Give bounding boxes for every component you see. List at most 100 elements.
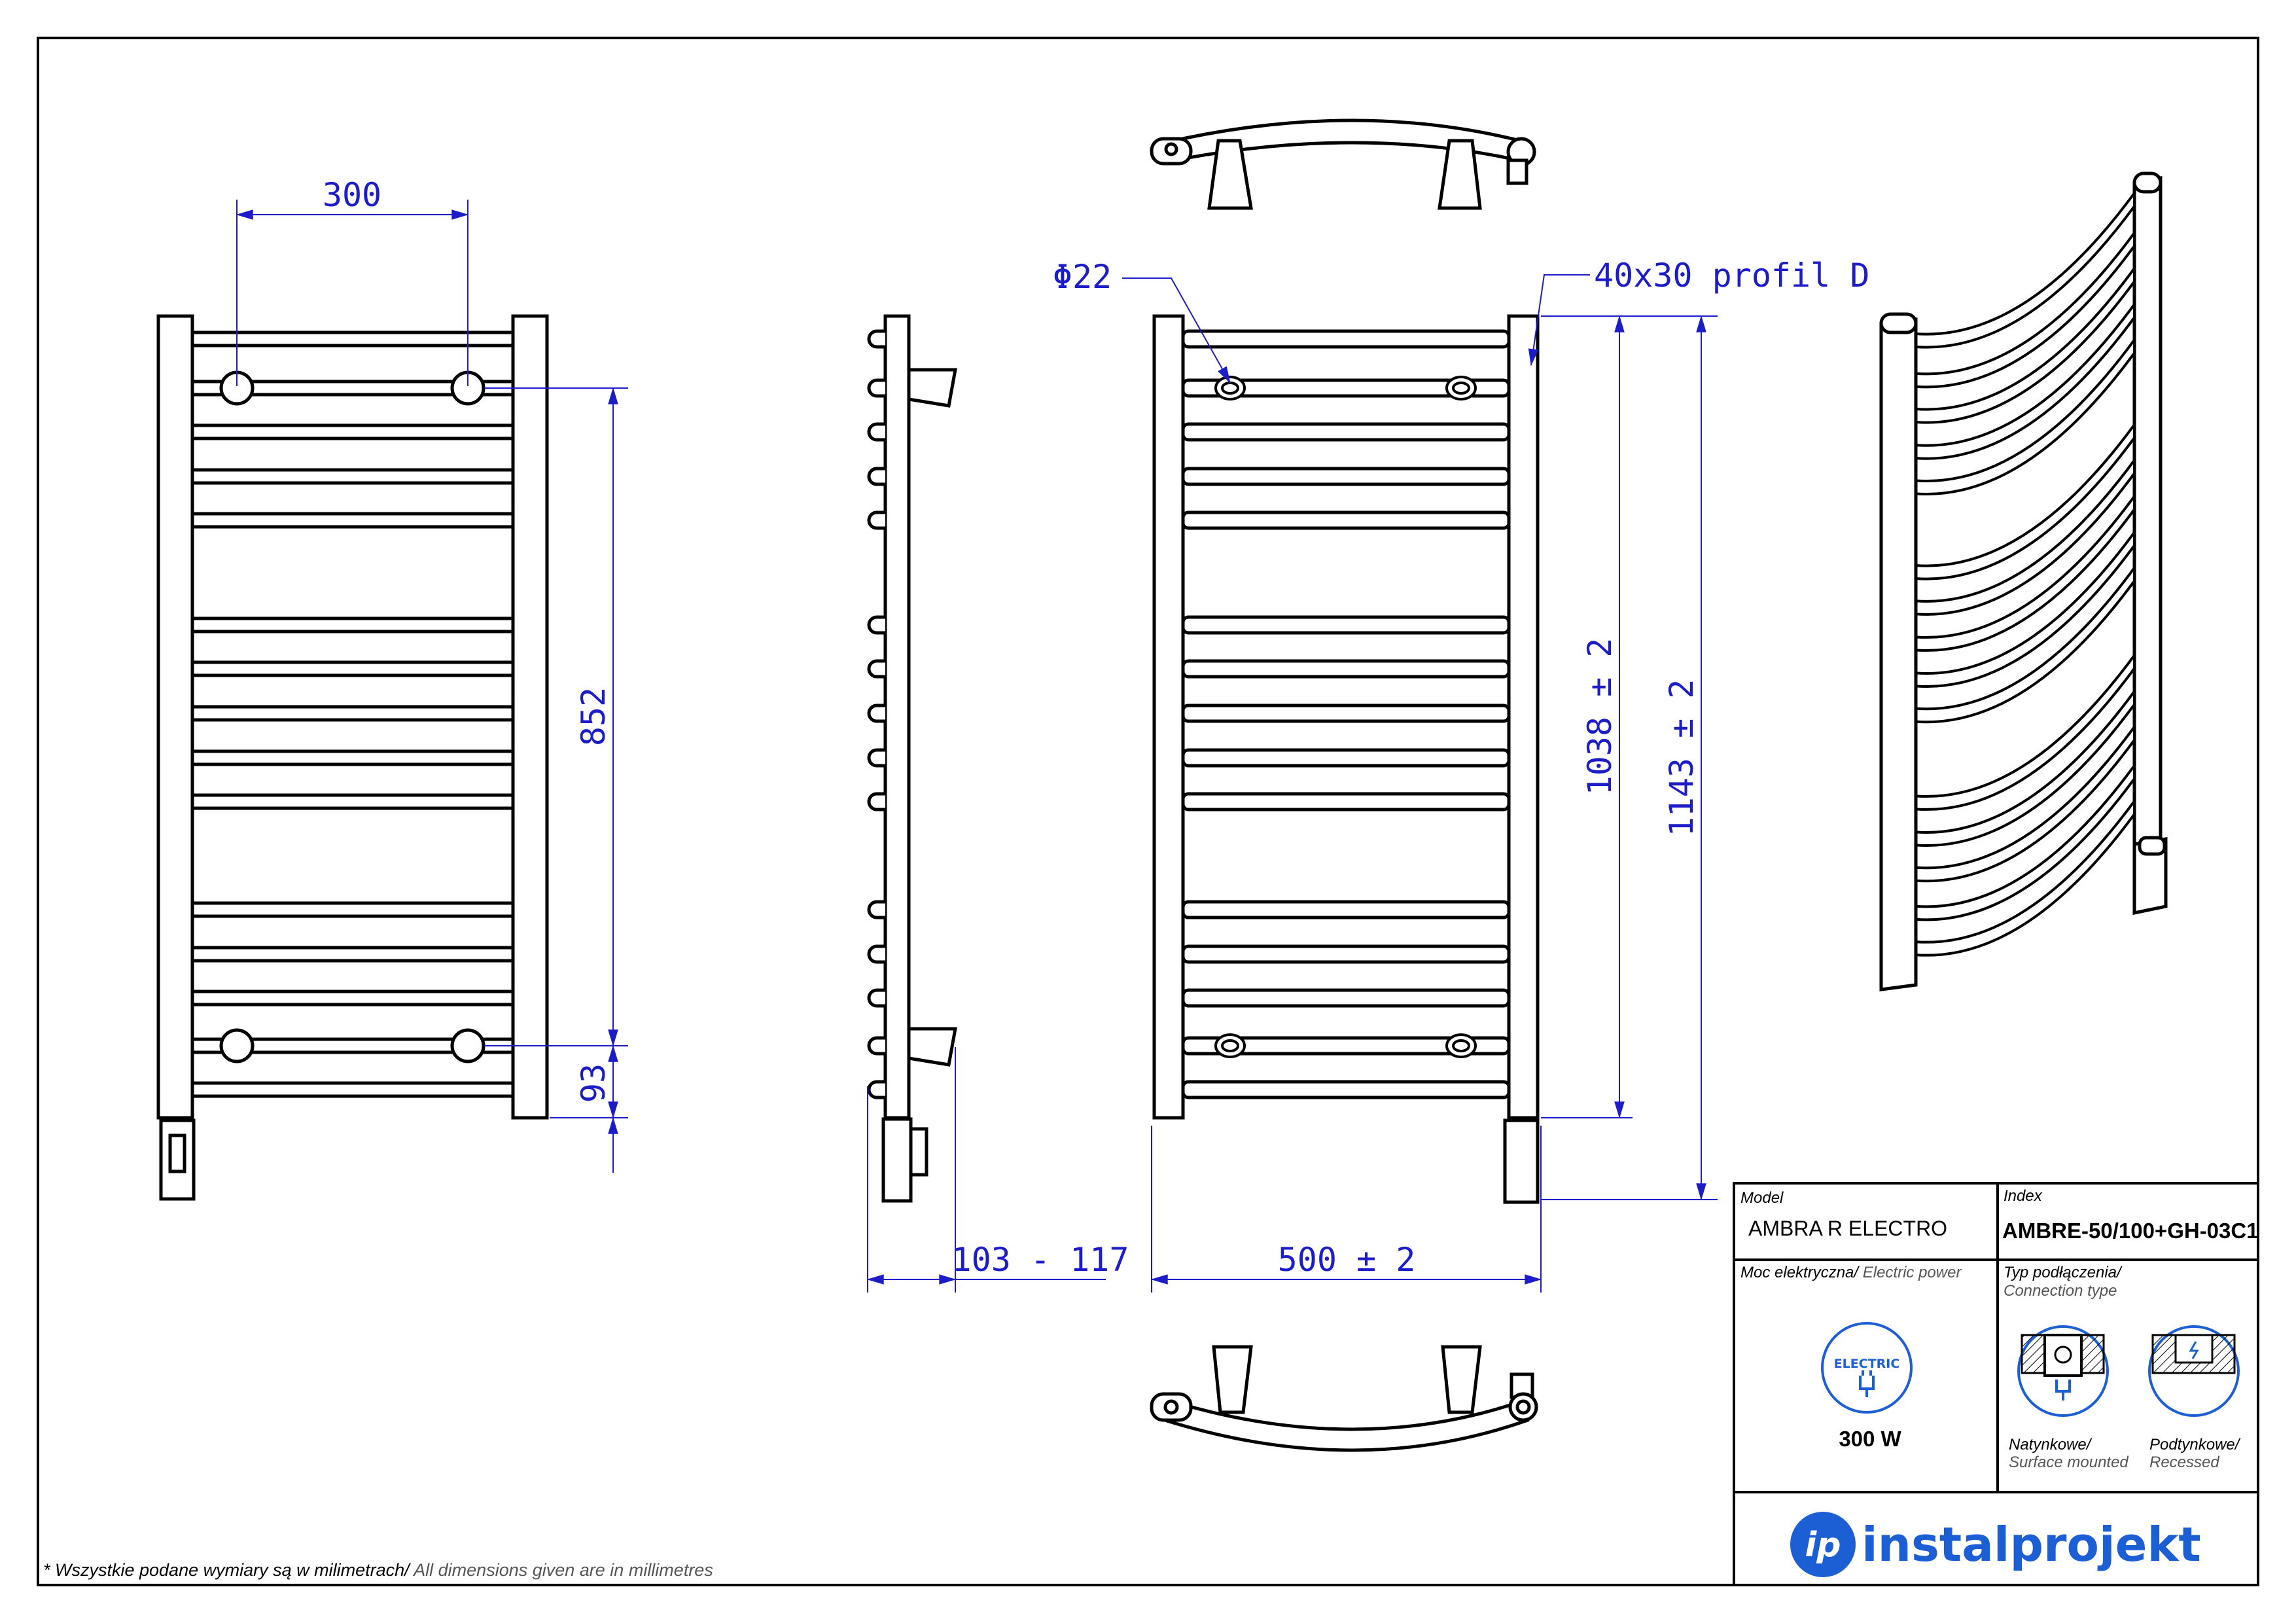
rung-end bbox=[867, 615, 885, 635]
connection-label-en: Connection type bbox=[2004, 1282, 2117, 1300]
rung bbox=[1181, 1080, 1511, 1099]
rung bbox=[190, 946, 515, 963]
rear-dimensions bbox=[1122, 274, 1718, 1293]
electric-icon: ELECTRIC bbox=[1821, 1322, 1913, 1414]
pipe-fitting-inner bbox=[1221, 1039, 1239, 1052]
iso-rung bbox=[1915, 761, 2136, 921]
rung bbox=[190, 1081, 515, 1098]
surface-label-en: Surface mounted bbox=[2009, 1454, 2128, 1471]
model-value: AMBRA R ELECTRO bbox=[1748, 1217, 1947, 1240]
rung-end bbox=[867, 1036, 885, 1056]
rung bbox=[1181, 615, 1511, 635]
rear-left-collector bbox=[1152, 314, 1185, 1120]
rung-end bbox=[867, 944, 885, 964]
rung-end bbox=[867, 704, 885, 723]
recessed-label-en: Recessed bbox=[2149, 1454, 2219, 1471]
rung bbox=[1181, 704, 1511, 723]
top-bracket-right bbox=[1438, 139, 1482, 210]
surface-label-pl: Natynkowe/ bbox=[2009, 1436, 2093, 1454]
front-view bbox=[156, 314, 549, 1201]
rung bbox=[190, 468, 515, 485]
rung bbox=[190, 330, 515, 348]
rung bbox=[190, 990, 515, 1007]
rung bbox=[1181, 900, 1511, 919]
rung-end bbox=[867, 1080, 885, 1099]
rung bbox=[1181, 792, 1511, 812]
svg-text:ip: ip bbox=[1805, 1525, 1841, 1565]
iso-rear-collector bbox=[2132, 175, 2163, 883]
bottom-bracket-left bbox=[1212, 1345, 1253, 1414]
dim-total-height: 1143 ± 2 bbox=[1663, 679, 1701, 837]
iso-rung bbox=[1915, 188, 2136, 349]
rear-heating-element bbox=[1503, 1118, 1540, 1204]
side-rung-ends bbox=[867, 329, 885, 1099]
wall-bracket-bottom bbox=[907, 1027, 957, 1067]
dim-axis-height: 852 bbox=[574, 687, 612, 746]
iso-rungs bbox=[1915, 188, 2136, 957]
dim-inner-height: 1038 ± 2 bbox=[1581, 638, 1619, 796]
iso-rung bbox=[1915, 796, 2136, 957]
pipe-fitting-inner bbox=[1452, 1039, 1470, 1052]
top-view bbox=[1150, 118, 1536, 210]
pipe-fitting-inner bbox=[1452, 382, 1470, 395]
iso-rung bbox=[1915, 722, 2136, 883]
rung-end bbox=[867, 378, 885, 398]
footnote: * Wszystkie podane wymiary są w milimetr… bbox=[43, 1560, 713, 1580]
rung bbox=[190, 705, 515, 722]
bottom-view bbox=[1150, 1345, 1538, 1452]
iso-rung bbox=[1915, 228, 2136, 389]
iso-rung bbox=[1915, 300, 2136, 460]
pipe-fitting-inner bbox=[1221, 382, 1239, 395]
iso-rung bbox=[1915, 651, 2136, 811]
recessed-icon bbox=[2148, 1325, 2240, 1417]
electric-badge-label: ELECTRIC bbox=[1834, 1357, 1900, 1371]
rung-end bbox=[867, 900, 885, 919]
side-view bbox=[867, 314, 957, 1203]
front-rungs bbox=[190, 330, 515, 1098]
rung-end bbox=[867, 748, 885, 768]
dim-depth: 103 - 117 bbox=[952, 1241, 1129, 1279]
dim-axis-spacing: 300 bbox=[323, 176, 381, 214]
surface-mounted-icon bbox=[2017, 1325, 2109, 1417]
rung bbox=[1181, 329, 1511, 349]
rung bbox=[190, 793, 515, 810]
rung-end bbox=[867, 988, 885, 1008]
rung bbox=[1181, 659, 1511, 679]
iso-front-collector bbox=[1879, 317, 1918, 991]
rung bbox=[190, 512, 515, 529]
rung bbox=[190, 423, 515, 440]
iso-rung bbox=[1915, 336, 2136, 495]
index-label: Index bbox=[2004, 1187, 2043, 1205]
front-dimensions bbox=[236, 200, 628, 1173]
wall-bracket-top bbox=[907, 368, 957, 408]
connection-label-pl: Typ podłączenia/ bbox=[2004, 1264, 2123, 1281]
rung-end bbox=[867, 792, 885, 812]
model-label: Model bbox=[1740, 1189, 1784, 1207]
power-label: Moc elektryczna/ Electric power bbox=[1740, 1264, 1962, 1281]
brand-logo: ip bbox=[1790, 1512, 1856, 1577]
title-block bbox=[1733, 1182, 2259, 1586]
iso-rung bbox=[1915, 687, 2136, 847]
dim-profile: 40x30 profil D bbox=[1594, 257, 1869, 294]
left-collector bbox=[156, 314, 194, 1120]
rung bbox=[190, 749, 515, 766]
bottom-bracket-right bbox=[1441, 1345, 1482, 1414]
iso-rung bbox=[1915, 264, 2136, 424]
rung bbox=[1181, 988, 1511, 1008]
rung-end bbox=[867, 329, 885, 349]
brand-name: instalprojekt bbox=[1862, 1517, 2201, 1572]
iso-rung bbox=[1915, 420, 2136, 580]
rung-end bbox=[867, 467, 885, 486]
rung-end bbox=[867, 659, 885, 679]
rung-end bbox=[867, 422, 885, 442]
rung bbox=[1181, 378, 1511, 398]
connection-bottom-right bbox=[450, 1028, 486, 1063]
dim-bottom-offset: 93 bbox=[574, 1063, 612, 1103]
rear-right-collector bbox=[1507, 314, 1540, 1120]
side-collector bbox=[883, 314, 911, 1120]
rung bbox=[190, 660, 515, 677]
right-collector bbox=[511, 314, 549, 1120]
rung bbox=[1181, 748, 1511, 768]
rung bbox=[1181, 422, 1511, 442]
index-value: AMBRE-50/100+GH-03C1 bbox=[2002, 1219, 2259, 1243]
